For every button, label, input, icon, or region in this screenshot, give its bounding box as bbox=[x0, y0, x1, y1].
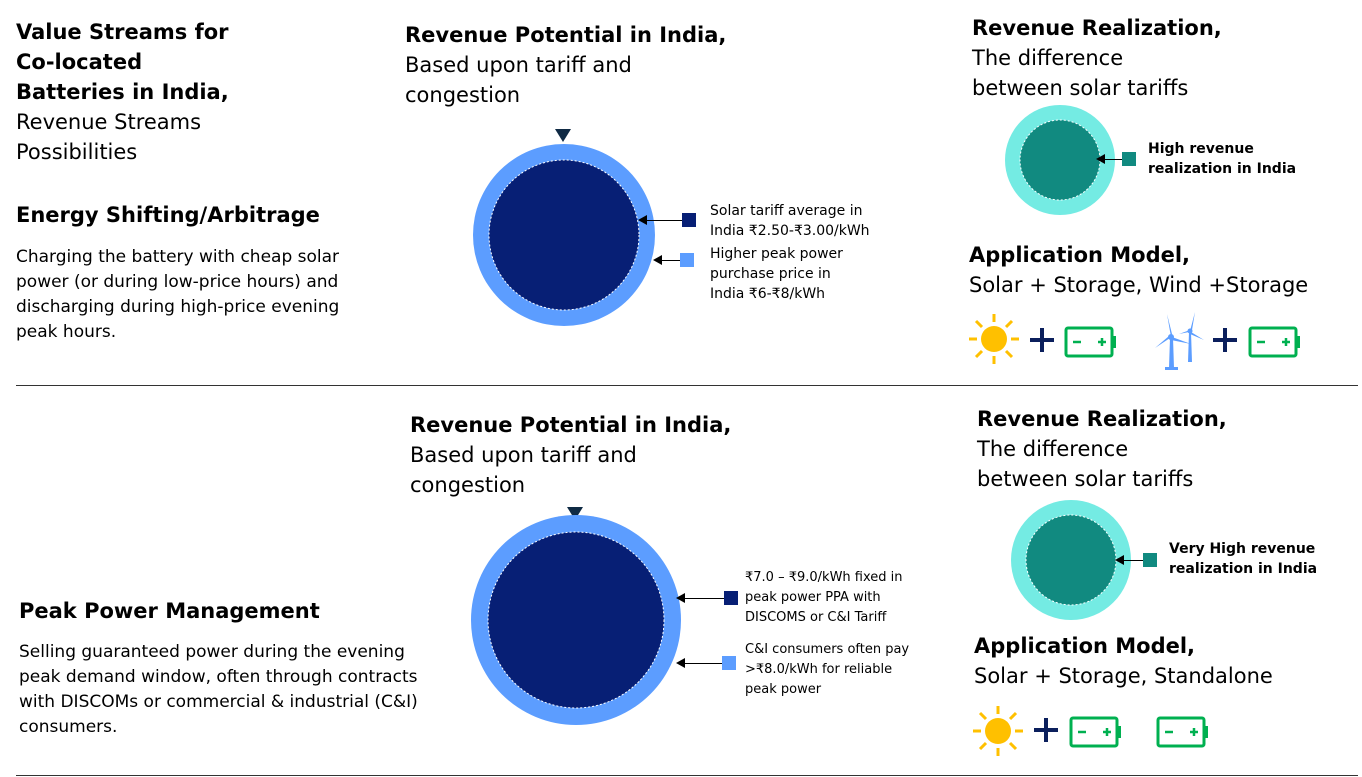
section2-revenue-circle bbox=[471, 515, 681, 725]
section-divider bbox=[16, 775, 1358, 776]
section1-application-icons bbox=[967, 312, 1302, 370]
section2-title: Peak Power Management bbox=[19, 599, 320, 623]
section1-application-heading: Application Model, Solar + Storage, Wind… bbox=[969, 240, 1308, 300]
legend-swatch-teal bbox=[1143, 553, 1157, 567]
legend-label: Higher peak power purchase price in Indi… bbox=[710, 246, 843, 302]
application-title: Application Model, bbox=[974, 634, 1196, 658]
application-title: Application Model, bbox=[969, 243, 1191, 267]
realization-label: Very High revenue realization in India bbox=[1169, 541, 1318, 577]
potential-subtitle: congestion bbox=[410, 473, 526, 497]
plus-icon bbox=[1032, 716, 1060, 744]
page-title: Value Streams for Co-located Batteries i… bbox=[16, 17, 229, 107]
potential-subtitle: Based upon tariff and bbox=[405, 53, 632, 77]
section2-description: Selling guaranteed power during the even… bbox=[19, 642, 418, 737]
realization-subtitle: between solar tariffs bbox=[972, 76, 1189, 100]
title-line: Co-located bbox=[16, 50, 143, 74]
realization-label: High revenue realization in India bbox=[1148, 141, 1297, 177]
subtitle-line: Revenue Streams bbox=[16, 110, 202, 134]
arrow-icon bbox=[676, 658, 722, 668]
application-subtitle: Solar + Storage, Standalone bbox=[974, 664, 1273, 688]
realization-title: Revenue Realization, bbox=[977, 407, 1227, 431]
arrow-icon bbox=[676, 593, 724, 603]
potential-title: Revenue Potential in India, bbox=[405, 23, 727, 47]
title-line: Value Streams for bbox=[16, 20, 229, 44]
legend-label: Solar tariff average in India ₹2.50-₹3.0… bbox=[710, 203, 870, 239]
section1-realization-circle bbox=[1005, 105, 1115, 215]
arrow-icon bbox=[653, 255, 680, 265]
realization-subtitle: The difference bbox=[977, 437, 1129, 461]
application-subtitle: Solar + Storage, Wind +Storage bbox=[969, 273, 1309, 297]
section2-realization-circle bbox=[1011, 500, 1131, 620]
section1-realization-heading: Revenue Realization, The difference betw… bbox=[972, 13, 1222, 103]
plus-icon bbox=[1211, 326, 1239, 354]
marker-triangle-icon bbox=[555, 129, 571, 142]
realization-title: Revenue Realization, bbox=[972, 16, 1222, 40]
legend-label: C&I consumers often pay >₹8.0/kWh for re… bbox=[745, 642, 910, 697]
realization-subtitle: between solar tariffs bbox=[977, 467, 1194, 491]
legend-swatch-navy bbox=[682, 213, 696, 227]
section2-potential-heading: Revenue Potential in India, Based upon t… bbox=[410, 410, 731, 500]
battery-icon bbox=[1064, 326, 1118, 358]
sun-icon bbox=[971, 704, 1025, 758]
arrow-icon bbox=[638, 215, 682, 225]
legend-swatch-light-blue bbox=[722, 656, 736, 670]
section-divider bbox=[16, 385, 1358, 386]
sun-icon bbox=[967, 312, 1021, 366]
legend-swatch-teal bbox=[1122, 152, 1136, 166]
section2-application-heading: Application Model, Solar + Storage, Stan… bbox=[974, 631, 1273, 691]
battery-icon bbox=[1248, 326, 1302, 358]
legend-swatch-light-blue bbox=[680, 253, 694, 267]
potential-subtitle: congestion bbox=[405, 83, 521, 107]
section2-application-icons bbox=[971, 704, 1210, 758]
arrow-icon bbox=[1115, 555, 1143, 565]
title-line: Batteries in India, bbox=[16, 80, 229, 104]
section2-realization-heading: Revenue Realization, The difference betw… bbox=[977, 404, 1227, 494]
arrow-icon bbox=[1096, 154, 1122, 164]
potential-subtitle: Based upon tariff and bbox=[410, 443, 637, 467]
legend-label: ₹7.0 – ₹9.0/kWh fixed in peak power PPA … bbox=[745, 570, 903, 625]
battery-icon bbox=[1156, 716, 1210, 748]
potential-title: Revenue Potential in India, bbox=[410, 413, 732, 437]
section1-potential-heading: Revenue Potential in India, Based upon t… bbox=[405, 20, 726, 110]
section1-description: Charging the battery with cheap solar po… bbox=[16, 247, 340, 342]
wind-turbine-icon bbox=[1155, 312, 1204, 370]
realization-subtitle: The difference bbox=[972, 46, 1124, 70]
section1-title: Energy Shifting/Arbitrage bbox=[16, 203, 320, 227]
section1-revenue-circle bbox=[473, 144, 655, 326]
legend-swatch-navy bbox=[724, 591, 738, 605]
page-subtitle: Revenue Streams Possibilities bbox=[16, 107, 201, 167]
subtitle-line: Possibilities bbox=[16, 140, 138, 164]
plus-icon bbox=[1028, 326, 1056, 354]
battery-icon bbox=[1069, 716, 1123, 748]
